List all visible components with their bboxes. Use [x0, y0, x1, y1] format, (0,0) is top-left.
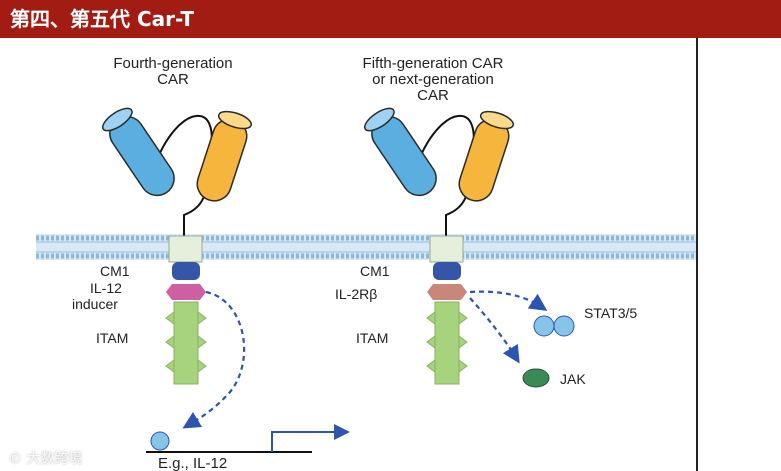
right-il2rb-label: IL-2Rβ — [335, 286, 377, 302]
watermark-logo-icon: © — [8, 451, 22, 467]
left-cm1-label: CM1 — [100, 263, 130, 279]
left-il12-inducer-domain — [166, 284, 206, 300]
stat-molecule — [533, 315, 575, 337]
right-hinge-tm — [429, 235, 464, 263]
right-jak-arrow — [469, 297, 520, 364]
left-signal-arrow — [182, 290, 246, 429]
left-itam-domain — [165, 301, 207, 385]
right-scfv-orange — [458, 110, 515, 202]
cell-membrane — [36, 234, 696, 260]
left-scfv-blue — [102, 107, 175, 197]
page-title: 第四、第五代 Car-T — [0, 0, 781, 38]
left-il12-label-line1: IL-12 — [90, 280, 122, 296]
left-output-label: E.g., IL-12 — [158, 455, 227, 471]
right-cm1-label: CM1 — [360, 263, 390, 279]
right-itam-label: ITAM — [356, 330, 388, 346]
right-scfv-blue — [364, 107, 437, 197]
right-cm1-domain — [433, 262, 461, 280]
left-title-line2: CAR — [157, 71, 189, 88]
left-cm1-domain — [172, 262, 200, 280]
right-stat-arrow — [469, 290, 548, 311]
jak-label: JAK — [560, 371, 586, 387]
left-hinge-tm — [168, 235, 203, 263]
jak-molecule — [522, 368, 550, 388]
fourth-generation-car: Fourth-generation CAR CM1 IL-12 inducer … — [72, 55, 350, 471]
stat-label: STAT3/5 — [584, 305, 637, 321]
right-title-line1: Fifth-generation CAR — [363, 55, 504, 72]
left-title-line1: Fourth-generation — [113, 55, 232, 72]
watermark-text: 大数跨境 — [26, 451, 83, 467]
fifth-generation-car: Fifth-generation CAR or next-generation … — [335, 55, 637, 388]
left-il12-label-line2: inducer — [72, 296, 118, 312]
right-title-line2: or next-generation — [372, 71, 494, 88]
right-il2rb-domain — [427, 284, 467, 300]
left-itam-label: ITAM — [96, 330, 128, 346]
left-output-molecule — [150, 431, 170, 451]
left-promoter-arrow — [271, 424, 350, 452]
right-title-line3: CAR — [417, 87, 449, 104]
right-itam-domain — [426, 301, 468, 385]
watermark: © 大数跨境 — [8, 448, 82, 468]
car-t-diagram: Fourth-generation CAR CM1 IL-12 inducer … — [36, 38, 698, 471]
left-scfv-orange — [196, 110, 253, 202]
